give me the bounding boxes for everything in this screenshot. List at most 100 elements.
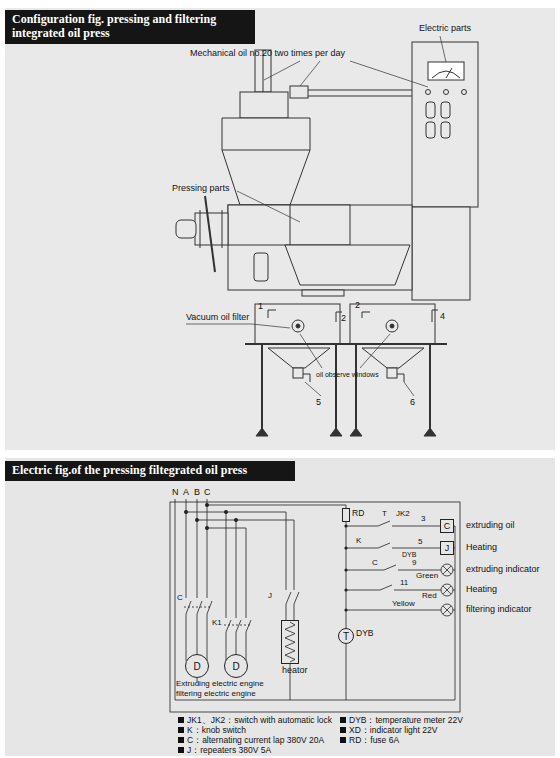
circuit-wires: [441, 604, 453, 616]
circuit-label: K: [356, 537, 361, 545]
circuit-label: K1: [212, 619, 222, 627]
circuit-wires: [441, 564, 453, 576]
legend-marker: [340, 727, 346, 733]
legend-text: C：alternating current lap 380V 20A: [187, 736, 324, 745]
node-text: T: [343, 631, 349, 642]
circuit-wires: [378, 521, 390, 526]
circuit-wires: [378, 543, 390, 548]
node-text: C: [444, 521, 451, 531]
oil-press-drawing: [200, 210, 201, 248]
circuit-label: Heating: [466, 543, 497, 552]
junction-dot: [195, 518, 199, 522]
circuit-wires: [236, 632, 237, 654]
oil-press-drawing: [222, 118, 310, 205]
oil-press-drawing: [335, 344, 337, 432]
legend-marker: [178, 747, 184, 753]
heater-coil: [282, 621, 298, 663]
legend-text: JK1、JK2：switch with automatic lock: [187, 716, 332, 725]
junction-dot: [184, 510, 188, 514]
legend-text: J：repeaters 380V 5A: [187, 746, 271, 755]
circuit-label: 5: [418, 538, 422, 546]
circuit-label: filtering electric engine: [176, 690, 256, 698]
wire-connector: [346, 522, 347, 628]
header-band: Configuration fig. pressing and filterin…: [5, 10, 255, 44]
circuit-wires: [384, 565, 396, 570]
oil-press-drawing: [426, 102, 435, 118]
oil-press-drawing: [285, 245, 410, 285]
oil-press-drawing: [228, 205, 412, 290]
oil-press-drawing: [362, 348, 424, 368]
oil-press-drawing: [176, 42, 478, 436]
circuit-wires: [197, 499, 198, 598]
oil-press-drawing: [240, 92, 288, 118]
callout-number: 2: [341, 314, 346, 323]
circuit-wires: [286, 604, 287, 620]
circuit-wires: [294, 604, 295, 620]
circuit-label: N: [172, 488, 179, 497]
legend-text: K：knob switch: [187, 726, 246, 735]
circuit-wires: [197, 520, 294, 521]
oil-press-drawing: [268, 310, 276, 318]
callout-number: 6: [410, 398, 415, 407]
circuit-wires: [186, 512, 286, 513]
circuit-wires: [246, 620, 251, 632]
node-text: D: [232, 661, 239, 672]
circuit-wires: [207, 601, 212, 614]
oil-press-drawing: [428, 62, 464, 80]
circuit-wires: [443, 586, 451, 594]
oil-press-drawing: [222, 210, 223, 248]
circuit-wires: [207, 528, 246, 529]
circuit-label: T: [382, 510, 387, 518]
circuit-wires: [197, 601, 202, 614]
oil-press-drawing: [290, 86, 308, 98]
junction-dot: [224, 510, 228, 514]
circuit-wires: [207, 499, 208, 598]
circuit-wires: [286, 512, 287, 590]
circuit-wires: [398, 570, 441, 571]
circuit-label: Yellow: [392, 600, 415, 608]
circuit-wires: [392, 526, 440, 527]
oil-press-drawing: [387, 368, 397, 378]
oil-press-drawing: [293, 368, 303, 378]
leader-line: [237, 191, 300, 222]
oil-press-drawing: [205, 196, 215, 272]
leader-line: [186, 324, 252, 325]
header-band: Electric fig.of the pressing filtegrated…: [5, 461, 295, 481]
circuit-wires: [443, 566, 451, 574]
circuit-label: J: [268, 592, 272, 600]
oil-press-drawing: [228, 205, 350, 245]
junction-dot: [234, 518, 238, 522]
callout-number: 1: [258, 302, 263, 311]
legend-marker: [340, 737, 346, 743]
oil-press-drawing: [303, 374, 310, 382]
circuit-wires: [380, 585, 392, 590]
leader-line: [305, 382, 321, 396]
oil-press-drawing: [412, 42, 478, 207]
oil-press-drawing: [296, 324, 300, 328]
circuit-label: Green: [416, 572, 438, 580]
circuit-wires: [197, 614, 198, 654]
circuit-wires: [346, 570, 384, 571]
legend-text: DYB：temperature meter 22V: [349, 716, 463, 725]
circuit-wires: [184, 607, 212, 608]
circuit-wires: [224, 625, 250, 626]
oil-press-drawing: [176, 220, 196, 238]
circuit-wires: [346, 526, 378, 527]
circuit-label: JK2: [396, 510, 410, 518]
circuit-label: B: [194, 488, 200, 497]
circuit-label: Heating: [466, 585, 497, 594]
oil-press-drawing: [342, 343, 447, 345]
oil-press-drawing: [397, 374, 404, 382]
circuit-wires: [443, 606, 451, 614]
part-label: Electric parts: [419, 24, 471, 33]
node-text: D: [193, 661, 200, 672]
panel-ground: [5, 8, 555, 756]
circuit-label: 3: [421, 515, 425, 523]
oil-press-drawing: [255, 304, 340, 344]
panel-ground: [5, 458, 555, 756]
circuit-label: C: [177, 594, 183, 602]
circuit-wires: [346, 644, 347, 700]
oil-press-drawing: [254, 253, 268, 281]
oil-press-drawing: [429, 344, 431, 432]
